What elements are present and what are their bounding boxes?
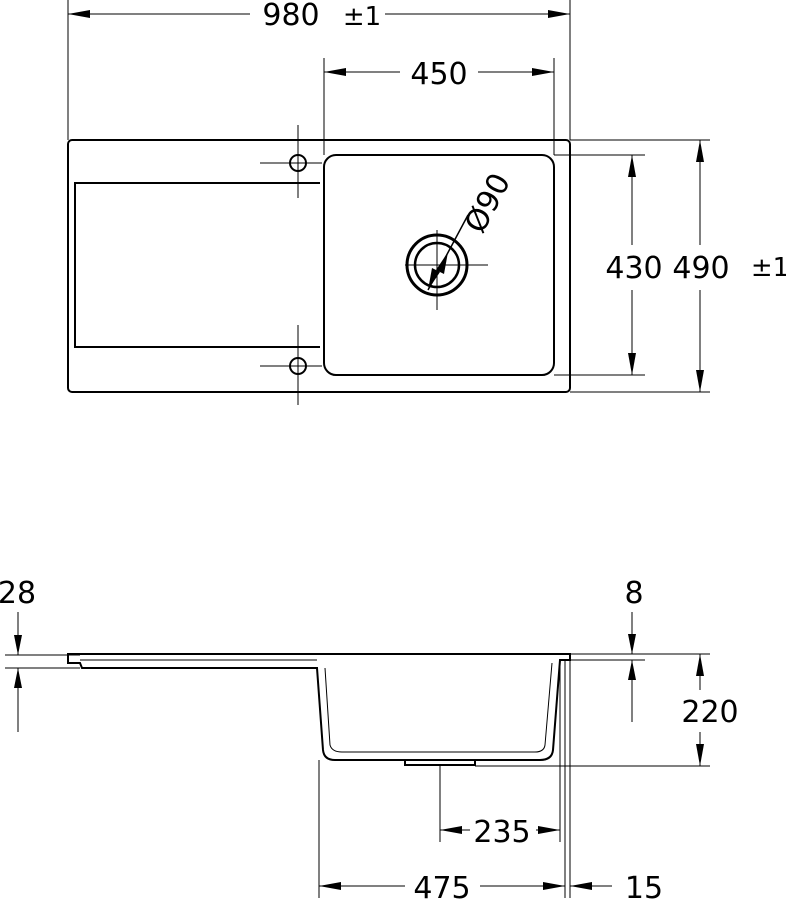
- dim-overall-depth: [570, 139, 710, 393]
- overall-width-tolerance: ±1: [343, 2, 381, 32]
- flange-height-label: 28: [0, 576, 36, 611]
- dim-bowl-length: [318, 660, 612, 898]
- sink-outline: [67, 139, 571, 393]
- drain-diameter-label: Ø90: [458, 168, 518, 239]
- tap-hole-top: [260, 125, 322, 198]
- side-view: 28 8 220 235: [0, 576, 739, 900]
- drain: [405, 230, 488, 310]
- top-view: 980 ±1 450 430: [67, 0, 786, 405]
- bowl-outline: [323, 154, 555, 376]
- dim-flange-height: [5, 612, 80, 732]
- sink-profile: [67, 653, 571, 761]
- dim-bowl-width: [323, 58, 555, 155]
- dim-drain-offset: [439, 660, 561, 842]
- bowl-height-label: 220: [681, 695, 738, 730]
- bowl-inner-line: [324, 662, 553, 753]
- drain-stub: [404, 759, 476, 766]
- dim-overall-width: [67, 0, 571, 140]
- tap-hole-bottom: [260, 325, 322, 405]
- dim-bowl-height: [475, 654, 710, 767]
- bowl-length-label: 475: [413, 871, 470, 900]
- drain-offset-label: 235: [473, 815, 530, 850]
- rim-height-label: 8: [624, 576, 643, 611]
- dim-rim-height: [570, 612, 710, 722]
- bowl-depth-label: 430: [605, 251, 662, 286]
- overall-width-label: 980: [262, 0, 319, 33]
- edge-offset-label: 15: [625, 871, 663, 900]
- overall-depth-label: 490: [672, 251, 729, 286]
- dim-bowl-depth: [554, 154, 645, 376]
- overall-depth-tolerance: ±1: [751, 253, 786, 283]
- drainboard-outline: [74, 182, 320, 348]
- drain-diameter-leader: [427, 214, 469, 291]
- bowl-width-label: 450: [410, 57, 467, 92]
